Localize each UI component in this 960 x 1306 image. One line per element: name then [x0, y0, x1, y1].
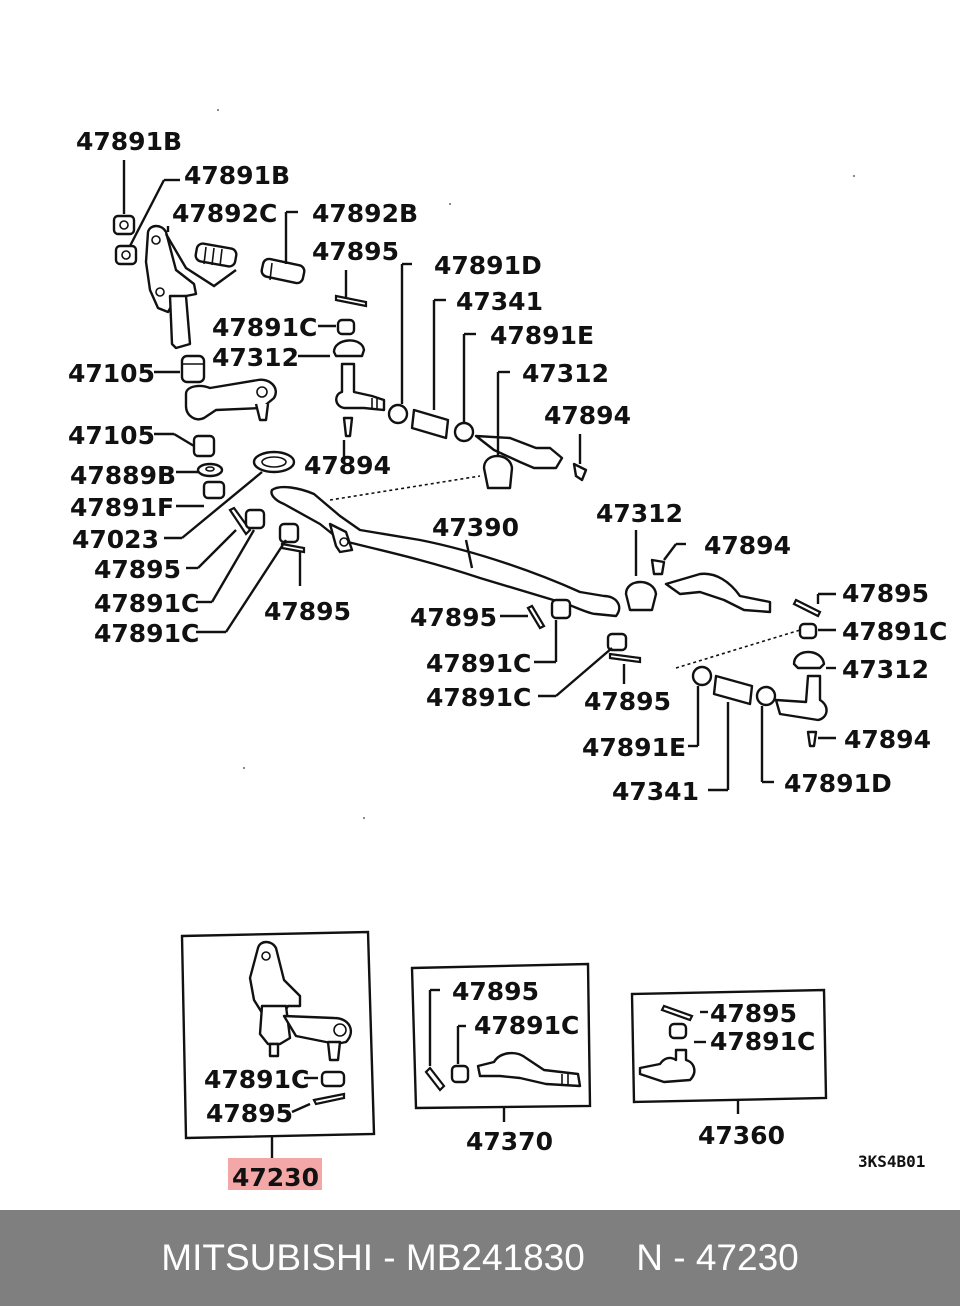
bracket-guide-line	[164, 233, 237, 288]
label-47894-c: 47894	[704, 531, 791, 560]
dust-cover-47023	[252, 450, 296, 474]
part-number-highlight	[228, 1158, 322, 1190]
label-47105-b: 47105	[68, 421, 155, 450]
kit-label-47360: 47360	[698, 1121, 785, 1150]
label-47891B-b: 47891B	[184, 161, 290, 190]
label-47894-b: 47894	[304, 451, 391, 480]
diagram-code: 3KS4B01	[858, 1152, 925, 1171]
kit-box-47370	[410, 962, 592, 1122]
cotter-pin-center-2	[608, 652, 642, 664]
adjusting-tube-47341-right	[712, 674, 754, 706]
tie-rod-end-upper	[335, 362, 386, 412]
kit-label-47891C-c: 47891C	[710, 1027, 815, 1056]
label-47895-d: 47895	[410, 603, 497, 632]
nut-left-2	[278, 522, 300, 544]
kit-label-47370: 47370	[466, 1127, 553, 1156]
label-47891D-b: 47891D	[784, 769, 892, 798]
label-47894-a: 47894	[544, 401, 631, 430]
label-47341-a: 47341	[456, 287, 543, 316]
label-47312-b: 47312	[522, 359, 609, 388]
adjusting-tube-47341-upper	[410, 408, 450, 440]
idler-arm	[184, 378, 277, 422]
label-47312-d: 47312	[842, 655, 929, 684]
bolt-47892C	[194, 242, 238, 268]
kit-label-47895-c: 47895	[710, 999, 797, 1028]
nut-center-1	[550, 598, 572, 620]
label-47891E-b: 47891E	[582, 733, 686, 762]
nut-47891D-upper	[387, 403, 409, 425]
nut-47891E-upper	[453, 421, 475, 443]
nut-left-1	[244, 508, 266, 530]
scan-dots	[217, 109, 855, 819]
nut-47891E-right	[691, 665, 713, 687]
washer-47889B	[196, 462, 224, 478]
bushing-47105-lower	[192, 434, 216, 458]
kit-label-47895-b: 47895	[452, 977, 539, 1006]
label-47894-d: 47894	[844, 725, 931, 754]
bolt-47892B	[260, 257, 306, 285]
label-47341-b: 47341	[612, 777, 699, 806]
grease-fitting-47894-lower-right	[806, 730, 818, 748]
nut-47891B-upper	[112, 214, 136, 236]
label-47023: 47023	[72, 525, 159, 554]
tie-rod-end-right	[664, 572, 772, 614]
label-47891C-c: 47891C	[94, 619, 199, 648]
label-47891C-f: 47891C	[426, 683, 531, 712]
kit-label-47891C: 47891C	[204, 1065, 309, 1094]
nut-47891D-right	[755, 685, 777, 707]
label-47891E-a: 47891E	[490, 321, 594, 350]
tie-rod-end-lower-right	[774, 674, 828, 722]
kit-label-47891C-b: 47891C	[474, 1011, 579, 1040]
cotter-pin-left-2	[280, 542, 306, 554]
cotter-pin-47895-upper	[334, 294, 368, 308]
idler-bracket	[144, 224, 198, 350]
cotter-pin-47895-right	[792, 598, 822, 618]
label-47891C-a: 47891C	[212, 313, 317, 342]
dust-cover-47312-right-lower	[792, 650, 826, 670]
kit-label-47230: 47230	[232, 1163, 319, 1192]
footer-text: MITSUBISHI - MB241830 N - 47230	[161, 1237, 799, 1278]
relay-rod-47390	[270, 485, 621, 618]
guide-line-right	[675, 629, 801, 669]
label-47891C-b: 47891C	[94, 589, 199, 618]
label-47390: 47390	[432, 513, 519, 542]
label-47891D-a: 47891D	[434, 251, 542, 280]
steering-linkage-diagram: 47891B 47891B 47892C 47892B 47895 47891D…	[68, 109, 947, 1192]
label-47891C-e: 47891C	[426, 649, 531, 678]
bushing-47105-upper	[180, 354, 206, 384]
grease-fitting-47894-right	[650, 558, 666, 576]
label-47889B: 47889B	[70, 461, 176, 490]
cotter-pin-center	[526, 604, 546, 630]
dust-cover-47312-right	[624, 580, 658, 612]
kit-box-47230	[180, 930, 376, 1160]
nut-47891B-lower	[114, 244, 138, 266]
label-47891B-a: 47891B	[76, 127, 182, 156]
label-47895-e: 47895	[842, 579, 929, 608]
guide-line-upper	[329, 475, 481, 501]
nut-47891F	[202, 480, 226, 500]
nut-47891C-right	[798, 622, 818, 640]
dust-cover-47312-upper	[332, 339, 366, 358]
grease-fitting-47894-upper	[342, 416, 354, 438]
label-47895-c: 47895	[264, 597, 351, 626]
label-47105-a: 47105	[68, 359, 155, 388]
label-47892C: 47892C	[172, 199, 277, 228]
label-47895-f: 47895	[584, 687, 671, 716]
kit-box-47360	[630, 988, 828, 1114]
label-47312-a: 47312	[212, 343, 299, 372]
cotter-pin-left	[228, 506, 252, 536]
label-47891C-d: 47891C	[842, 617, 947, 646]
leader-lines	[122, 160, 836, 792]
label-47895-a: 47895	[312, 237, 399, 266]
grease-fitting-47894-mid	[572, 462, 588, 482]
dust-cover-47312-mid	[482, 454, 514, 490]
label-47892B: 47892B	[312, 199, 418, 228]
nut-47891C-upper	[336, 318, 356, 336]
kit-label-47895: 47895	[206, 1099, 293, 1128]
label-47891F: 47891F	[70, 493, 174, 522]
footer-bar: MITSUBISHI - MB241830 N - 47230	[0, 1210, 960, 1306]
label-47895-b: 47895	[94, 555, 181, 584]
nut-center-2	[606, 632, 628, 652]
label-47312-c: 47312	[596, 499, 683, 528]
